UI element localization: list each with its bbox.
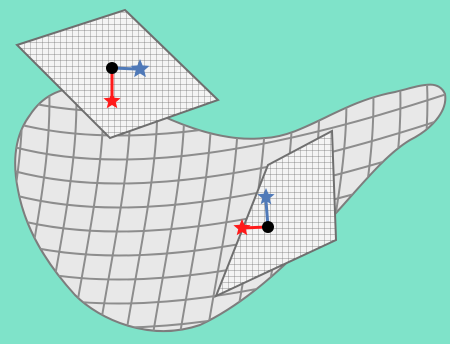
- tangent-point: [106, 62, 118, 74]
- tangent-point: [262, 221, 274, 233]
